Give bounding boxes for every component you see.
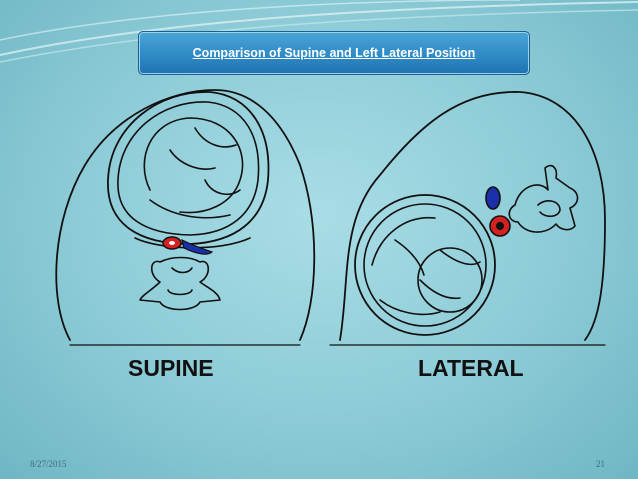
supine-vessels (162, 236, 214, 255)
vena-cava-supine (181, 238, 214, 255)
footer-date: 8/27/2015 (30, 459, 67, 469)
title-banner: Comparison of Supine and Left Lateral Po… (138, 31, 530, 75)
lateral-cross-section (329, 91, 606, 346)
label-supine: SUPINE (128, 355, 214, 381)
aorta-lateral-lumen (496, 222, 504, 230)
vena-cava-lateral (485, 186, 501, 210)
decorative-swoosh (0, 0, 638, 63)
aorta-supine-lumen (169, 241, 175, 245)
supine-cross-section (55, 89, 316, 346)
label-lateral: LATERAL (418, 355, 524, 381)
footer-page-number: 21 (596, 459, 605, 469)
slide-title: Comparison of Supine and Left Lateral Po… (192, 46, 476, 60)
lateral-vessels (485, 186, 511, 237)
